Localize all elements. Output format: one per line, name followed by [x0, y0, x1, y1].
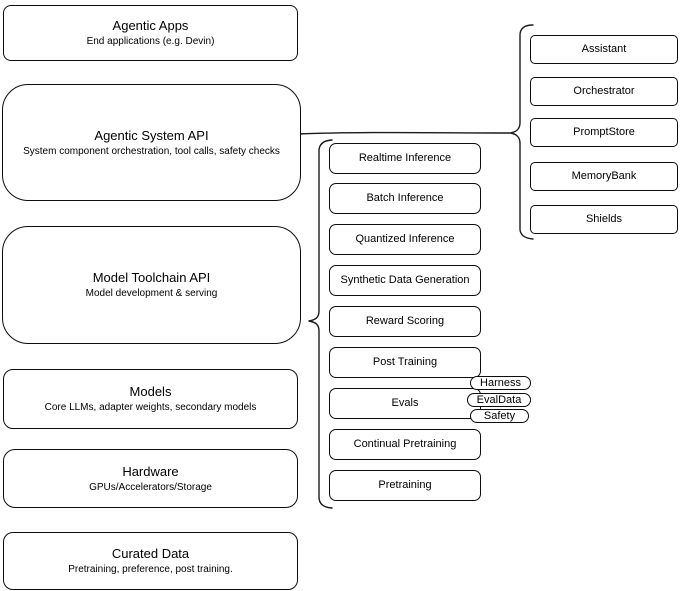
layer-title: Model Toolchain API: [92, 270, 211, 285]
layer-subtitle: System component orchestration, tool cal…: [23, 145, 280, 157]
layer-agentic-apps: Agentic Apps End applications (e.g. Devi…: [3, 5, 298, 61]
tag-harness: Harness: [470, 376, 531, 390]
component-promptstore: PromptStore: [530, 118, 678, 147]
toolchain-item-reward-scoring: Reward Scoring: [329, 306, 481, 337]
layer-curated-data: Curated Data Pretraining, preference, po…: [3, 532, 298, 590]
toolchain-item-continual-pretraining: Continual Pretraining: [329, 429, 481, 460]
layer-title: Hardware: [122, 463, 179, 479]
connector-system-api-line: [297, 131, 511, 135]
layer-title: Agentic System API: [94, 127, 209, 143]
layer-subtitle: End applications (e.g. Devin): [86, 36, 215, 47]
toolchain-item-evals: Evals: [329, 388, 481, 419]
toolchain-item-pretraining: Pretraining: [329, 470, 481, 501]
layer-models: Models Core LLMs, adapter weights, secon…: [3, 369, 298, 429]
layer-subtitle: Pretraining, preference, post training.: [68, 564, 233, 575]
component-memorybank: MemoryBank: [530, 162, 678, 191]
toolchain-item-post-training: Post Training: [329, 347, 481, 378]
toolchain-item-realtime-inference: Realtime Inference: [329, 143, 481, 174]
component-assistant: Assistant: [530, 35, 678, 64]
toolchain-item-synthetic-data-generation: Synthetic Data Generation: [329, 265, 481, 296]
tag-evaldata: EvalData: [467, 393, 531, 407]
layer-subtitle: GPUs/Accelerators/Storage: [89, 481, 212, 493]
layer-hardware: Hardware GPUs/Accelerators/Storage: [3, 449, 298, 508]
layer-model-toolchain-api: Model Toolchain API Model development & …: [2, 226, 301, 344]
layer-title: Curated Data: [111, 546, 190, 561]
layer-title: Models: [129, 384, 172, 399]
layer-subtitle: Model development & serving: [85, 288, 218, 299]
toolchain-item-batch-inference: Batch Inference: [329, 183, 481, 214]
layer-subtitle: Core LLMs, adapter weights, secondary mo…: [44, 402, 257, 413]
component-orchestrator: Orchestrator: [530, 77, 678, 106]
tag-safety: Safety: [470, 409, 529, 423]
component-shields: Shields: [530, 205, 678, 234]
toolchain-item-quantized-inference: Quantized Inference: [329, 224, 481, 255]
layer-title: Agentic Apps: [112, 18, 189, 33]
layer-agentic-system-api: Agentic System API System component orch…: [2, 84, 301, 201]
